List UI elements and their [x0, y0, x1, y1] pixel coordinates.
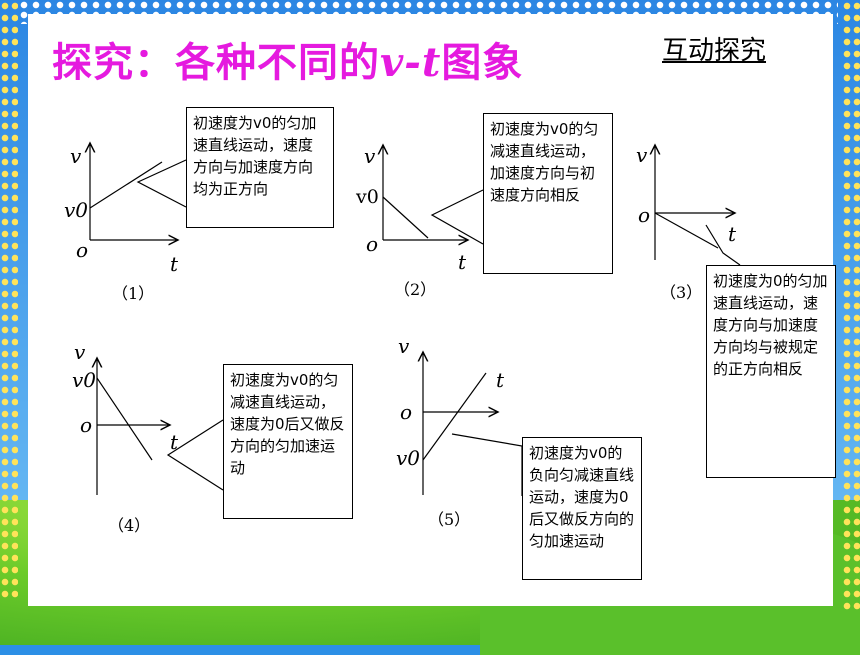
graph-1-t-label: t — [170, 252, 179, 276]
right-dot-border — [842, 0, 860, 610]
graph-5-line — [422, 372, 487, 461]
graph-5 — [422, 352, 523, 496]
graph-5-origin-label: o — [400, 400, 413, 424]
graph-4-callout — [166, 419, 224, 491]
graph-4-t-label: t — [170, 430, 179, 454]
graph-1-line — [89, 161, 163, 209]
graph-2-callout — [430, 189, 484, 245]
graph-4-v-label: v — [74, 340, 86, 364]
graph-3-note: 初速度为0的匀加速直线运动，速度方向与加速度方向均与被规定的正方向相反 — [706, 265, 836, 478]
graph-2-origin-label: o — [366, 232, 379, 256]
graph-5-t-label: t — [496, 368, 505, 392]
title-variable: v-t — [380, 39, 442, 86]
content-panel — [28, 14, 833, 606]
graph-2 — [382, 145, 484, 245]
subtitle: 互动探究 — [662, 36, 767, 66]
left-dot-border — [0, 0, 18, 600]
graph-1 — [89, 143, 187, 240]
graph-3-v-label: v — [636, 143, 648, 167]
graph-4-origin-label: o — [80, 413, 93, 437]
graph-2-note: 初速度为v0的匀减速直线运动，加速度方向与初速度方向相反 — [483, 113, 613, 274]
graph-5-caption: （5） — [428, 510, 471, 529]
title-suffix: 图象 — [441, 40, 524, 86]
graph-4-caption: （4） — [108, 516, 151, 535]
graph-4-line — [96, 377, 153, 461]
graph-2-caption: （2） — [394, 280, 437, 299]
graph-1-v-label: v — [70, 144, 82, 168]
graph-4 — [96, 358, 224, 495]
graph-2-line — [382, 196, 429, 239]
page-title: 探究：各种不同的v-t图象 — [52, 30, 523, 88]
graph-3 — [654, 145, 741, 266]
graph-1-origin-label: o — [76, 238, 89, 262]
graph-2-v0-label: v0 — [356, 186, 379, 208]
graph-2-t-label: t — [458, 250, 467, 274]
graph-3-callout — [705, 224, 741, 266]
graph-1-v0-label: v0 — [64, 198, 89, 222]
graph-5-callout — [451, 433, 523, 496]
graph-3-origin-label: o — [638, 203, 651, 227]
title-prefix: 探究：各种不同的 — [52, 40, 380, 86]
graph-3-caption: （3） — [660, 283, 703, 302]
graph-2-v-label: v — [364, 144, 376, 168]
graph-1-callout — [136, 159, 187, 208]
graph-1-caption: （1） — [112, 284, 155, 303]
graph-3-t-label: t — [728, 222, 737, 246]
graph-3-line — [654, 212, 719, 249]
graph-5-v0-label: v0 — [396, 446, 421, 470]
graph-1-note: 初速度为v0的匀加速直线运动，速度方向与加速度方向均为正方向 — [186, 107, 334, 228]
graph-5-note: 初速度为v0的负向匀减速直线运动，速度为0后又做反方向的匀加速运动 — [522, 437, 642, 580]
graph-4-note: 初速度为v0的匀减速直线运动，速度为0后又做反方向的匀加速运动 — [223, 364, 353, 519]
graph-4-v0-label: v0 — [72, 368, 97, 392]
graph-5-v-label: v — [398, 334, 410, 358]
